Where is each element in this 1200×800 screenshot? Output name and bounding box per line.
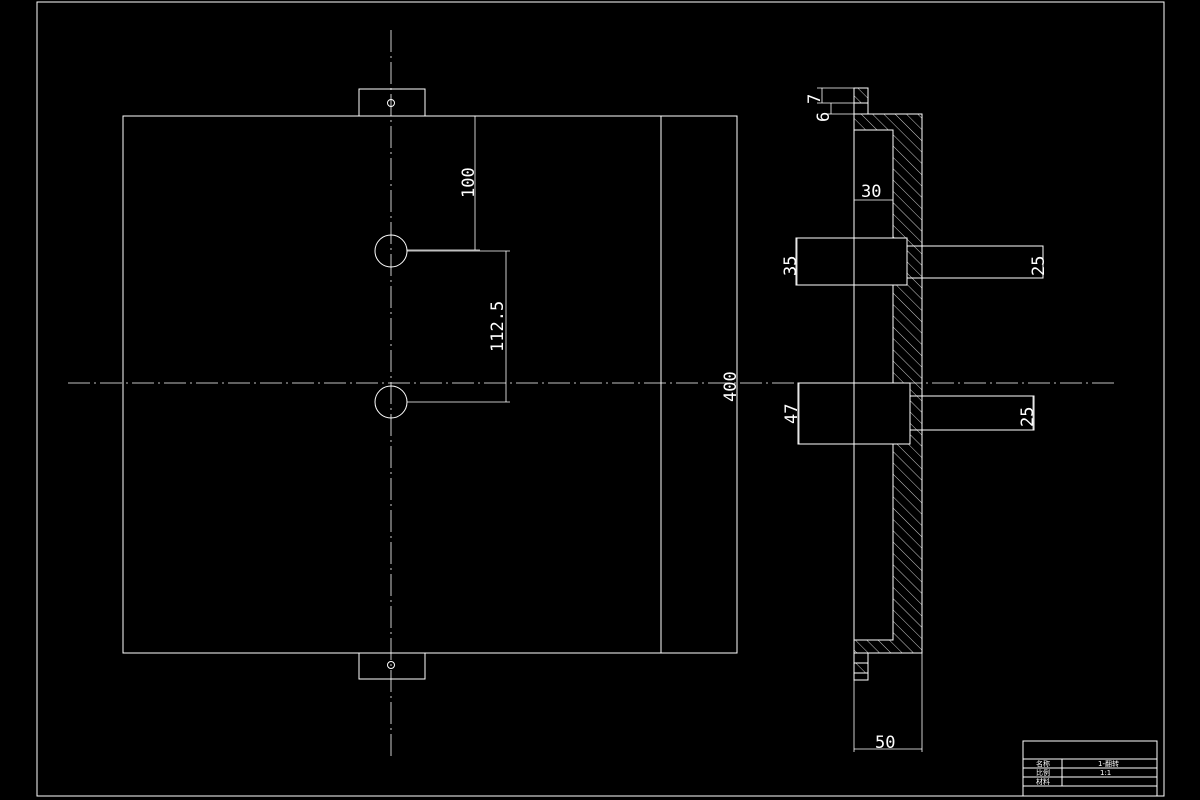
top-lug	[358, 88, 426, 117]
bottom-lug	[358, 652, 426, 680]
dim-text-50: 50	[875, 733, 895, 753]
dim-text-112-5: 112.5	[488, 301, 508, 352]
title-block-label-scale: 比例	[1036, 768, 1050, 777]
dim-text-400: 400	[721, 371, 741, 402]
front-view: 100 112.5 400	[68, 30, 1115, 758]
dim-text-30: 30	[861, 182, 881, 202]
dim-text-35: 35	[781, 256, 801, 276]
dim-text-25-lower: 25	[1018, 407, 1038, 427]
drawing-border	[36, 1, 1165, 797]
title-block-label-material: 材料	[1036, 777, 1050, 786]
dim-text-25-upper: 25	[1029, 256, 1049, 276]
top-lip-hatch	[853, 87, 869, 104]
lower-shaft	[909, 395, 1035, 431]
front-plate-outline	[122, 115, 738, 654]
bottom-lug-hole	[387, 661, 395, 669]
dim-text-7: 7	[805, 94, 825, 104]
dim-text-6: 6	[814, 112, 834, 122]
upper-shaft	[906, 245, 1044, 279]
title-block-value-scale: 1:1	[1100, 769, 1111, 777]
bottom-lip-hatch	[853, 662, 869, 674]
upper-boss	[795, 237, 908, 286]
title-block-label-name: 名称	[1036, 759, 1050, 768]
title-block: 名称 1-翻转 比例 1:1 材料	[1022, 740, 1158, 797]
dim-text-47: 47	[782, 404, 802, 424]
title-block-value-name: 1-翻转	[1098, 759, 1119, 768]
dim-text-100: 100	[459, 167, 479, 198]
side-section-view: 7 6 30 35 25 47 25 50	[781, 87, 1049, 753]
